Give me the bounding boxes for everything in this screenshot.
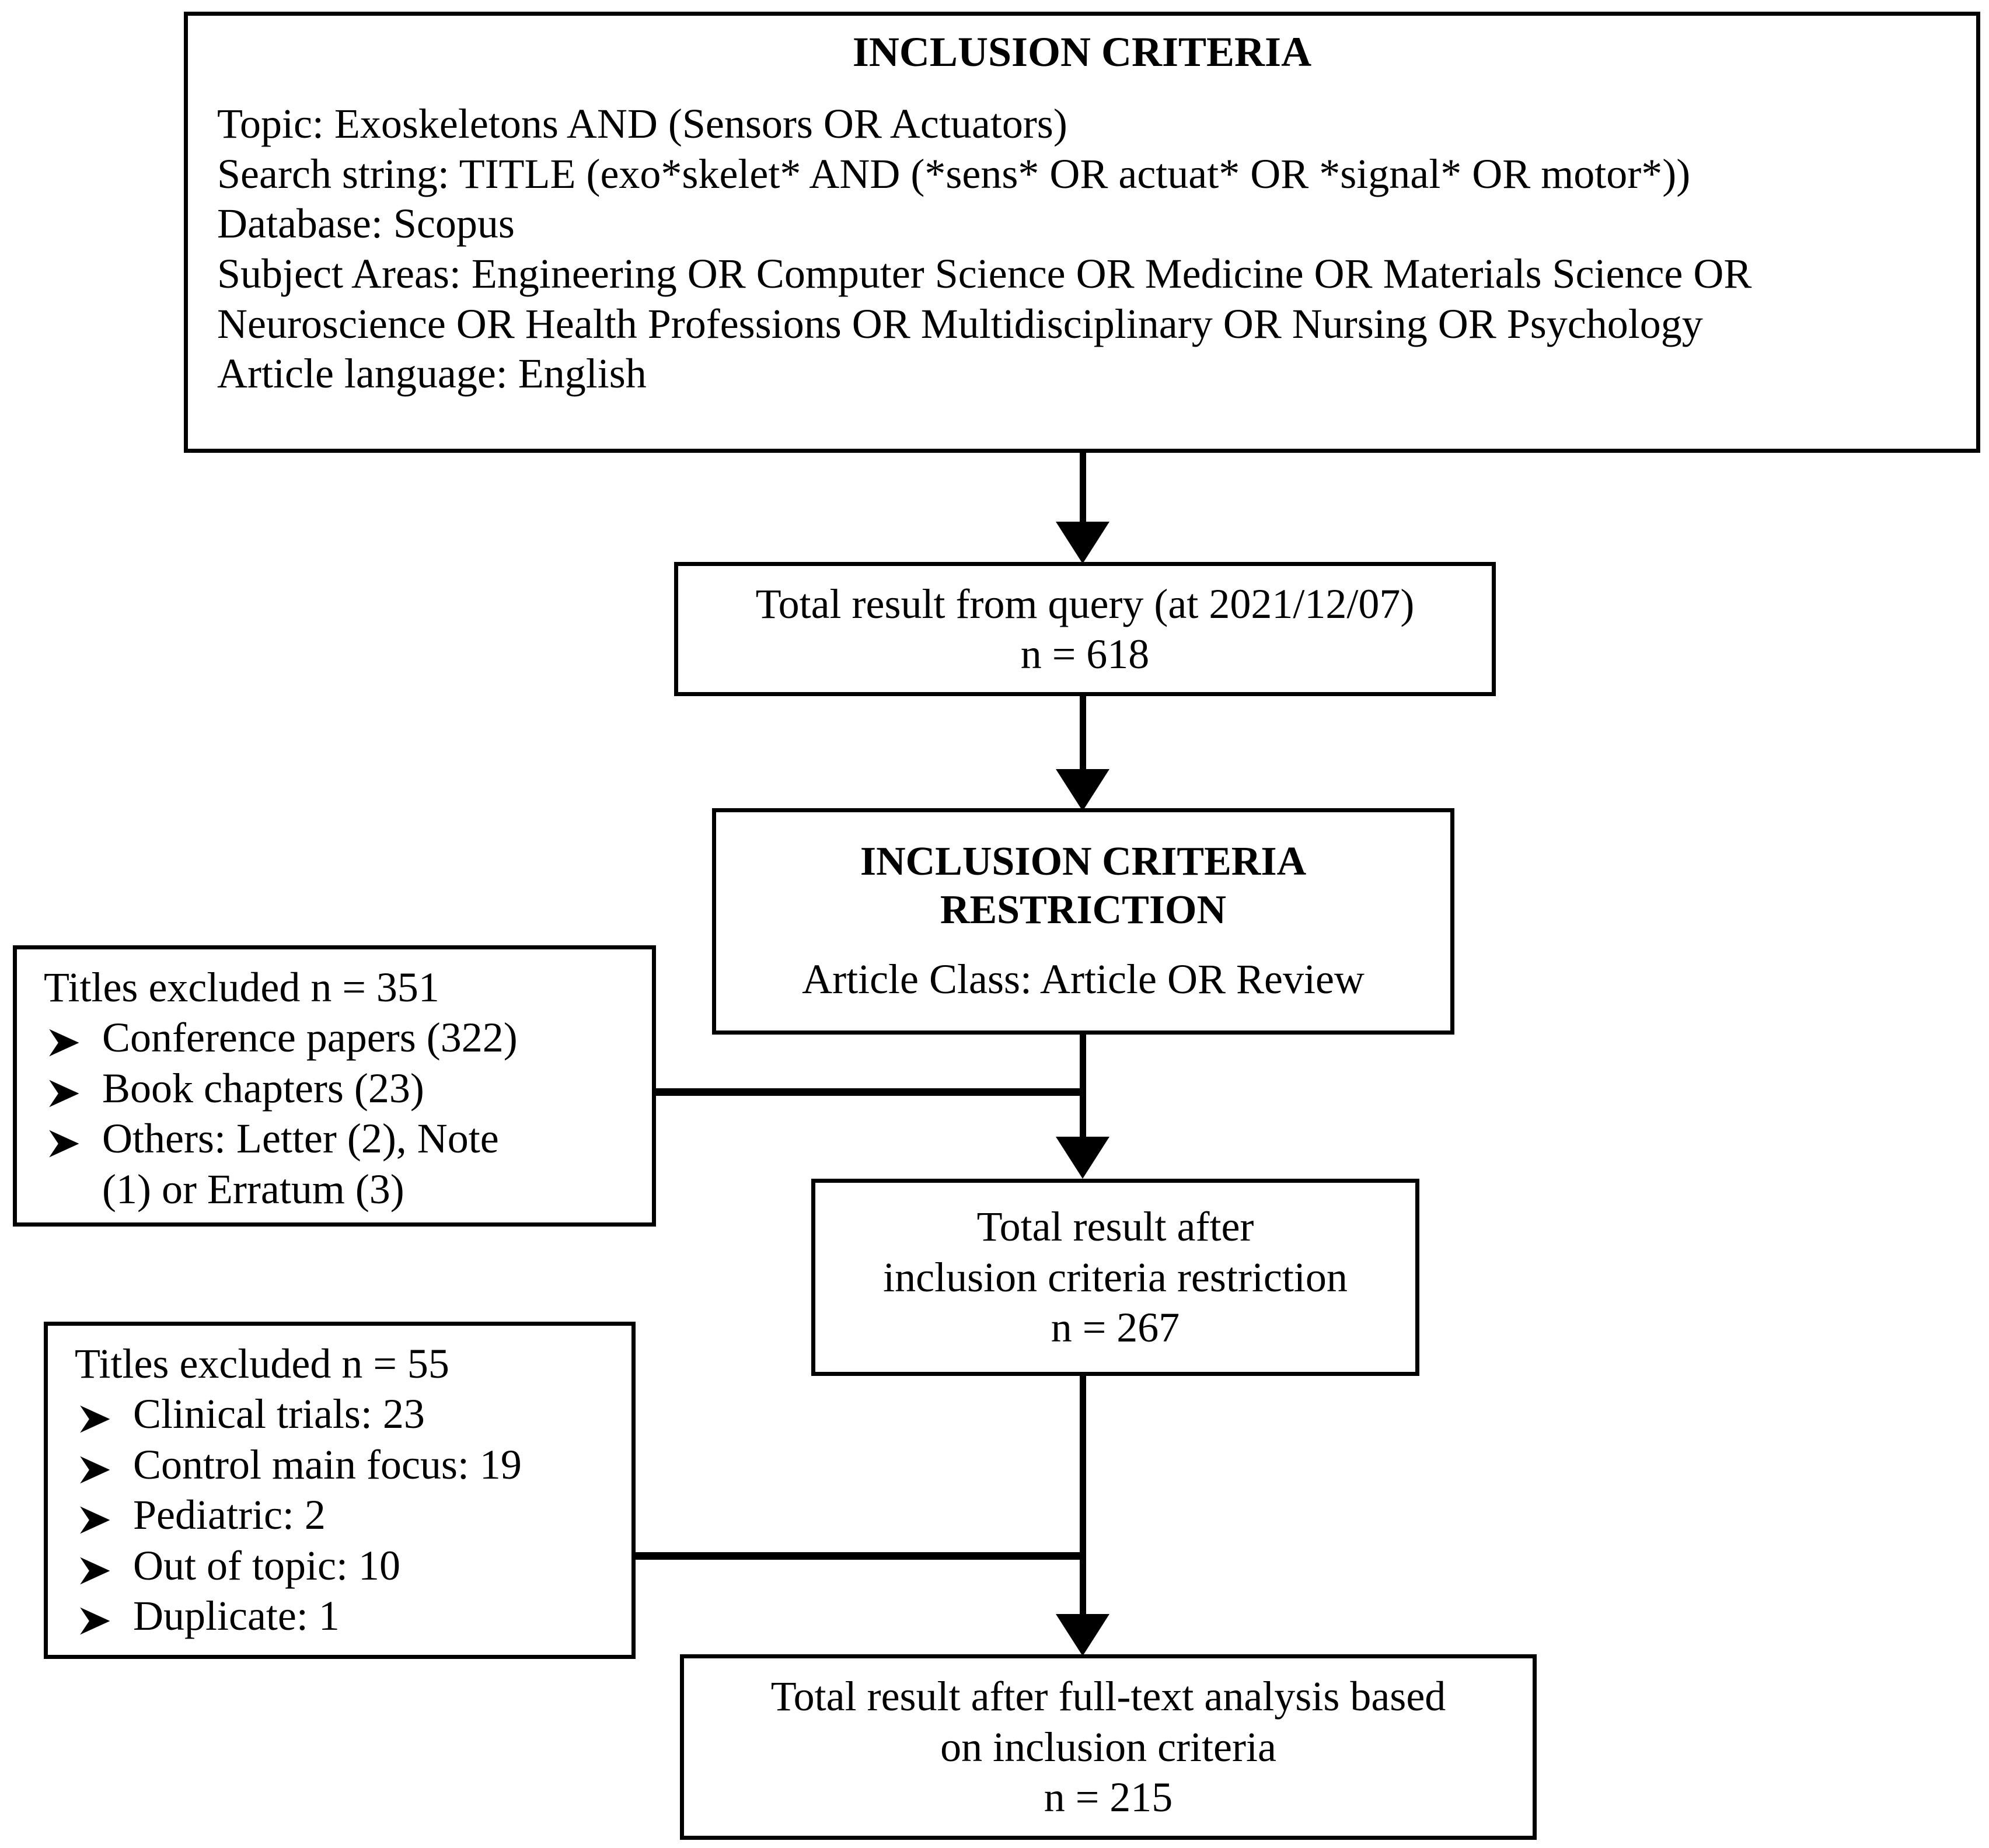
inclusion-criteria-body: Topic: Exoskeletons AND (Sensors OR Actu…	[188, 99, 1976, 399]
restriction-article-class: Article Class: Article OR Review	[802, 956, 1365, 1003]
list-item: Out of topic: 10	[75, 1540, 631, 1591]
total-after-restriction-line1: Total result after	[976, 1203, 1254, 1250]
arrow-bullet-icon	[79, 1396, 111, 1433]
excluded-55-heading: Titles excluded n = 55	[75, 1340, 449, 1387]
total-after-fulltext-count: n = 215	[1044, 1774, 1173, 1821]
list-item-label: Conference papers (322)	[102, 1014, 518, 1061]
arrow-bullet-icon	[48, 1120, 80, 1158]
total-after-fulltext-box: Total result after full-text analysis ba…	[680, 1654, 1537, 1840]
list-item-label: (1) or Erratum (3)	[102, 1165, 404, 1213]
total-after-fulltext-line2: on inclusion criteria	[940, 1723, 1276, 1770]
criteria-line-search-string: Search string: TITLE (exo*skelet* AND (*…	[217, 150, 1691, 197]
arrow-bullet-icon	[79, 1547, 111, 1584]
list-item: Clinical trials: 23	[75, 1389, 631, 1439]
list-item: Control main focus: 19	[75, 1440, 631, 1490]
total-after-restriction-line2: inclusion criteria restriction	[883, 1253, 1348, 1301]
total-query-line1: Total result from query (at 2021/12/07)	[755, 580, 1415, 627]
list-item-continuation: (1) or Erratum (3)	[44, 1164, 652, 1214]
connector-restriction-to-total	[1080, 1035, 1086, 1140]
criteria-line-article-language: Article language: English	[217, 350, 647, 397]
connector-restriction-to-excluded-351	[654, 1088, 1083, 1096]
connector-query-to-restriction	[1080, 696, 1086, 772]
arrow-bullet-icon	[79, 1447, 111, 1484]
list-item-label: Others: Letter (2), Note	[102, 1115, 499, 1162]
list-item: Others: Letter (2), Note	[44, 1113, 652, 1164]
inclusion-criteria-title: INCLUSION CRITERIA	[852, 29, 1312, 75]
excluded-55-list: Clinical trials: 23 Control main focus: …	[48, 1389, 631, 1641]
criteria-line-subject-areas-1: Subject Areas: Engineering OR Computer S…	[217, 250, 1752, 297]
list-item-label: Control main focus: 19	[133, 1441, 522, 1488]
restriction-title-line1: INCLUSION CRITERIA	[860, 839, 1307, 885]
list-item: Pediatric: 2	[75, 1490, 631, 1540]
arrow-bullet-icon	[79, 1497, 111, 1534]
titles-excluded-55-box: Titles excluded n = 55 Clinical trials: …	[44, 1322, 636, 1659]
list-item-label: Clinical trials: 23	[133, 1391, 425, 1438]
criteria-line-subject-areas-2: Neuroscience OR Health Professions OR Mu…	[217, 300, 1703, 347]
total-after-fulltext-line1: Total result after full-text analysis ba…	[770, 1673, 1446, 1720]
total-result-from-query-box: Total result from query (at 2021/12/07) …	[674, 562, 1496, 696]
arrowhead-query-to-restriction	[1056, 769, 1109, 811]
excluded-351-heading: Titles excluded n = 351	[44, 964, 439, 1011]
arrowhead-total-to-fulltext	[1056, 1614, 1109, 1656]
list-item-label: Pediatric: 2	[133, 1491, 326, 1539]
criteria-line-topic: Topic: Exoskeletons AND (Sensors OR Actu…	[217, 100, 1067, 147]
arrowhead-restriction-to-total	[1056, 1137, 1109, 1179]
restriction-title-line2: RESTRICTION	[940, 887, 1227, 932]
arrow-bullet-icon	[48, 1019, 80, 1057]
inclusion-criteria-box: INCLUSION CRITERIA Topic: Exoskeletons A…	[184, 12, 1980, 453]
total-after-restriction-count: n = 267	[1051, 1304, 1180, 1351]
arrowhead-criteria-to-query	[1056, 522, 1109, 564]
arrow-bullet-icon	[79, 1598, 111, 1635]
titles-excluded-351-box: Titles excluded n = 351 Conference paper…	[13, 945, 656, 1227]
inclusion-criteria-restriction-box: INCLUSION CRITERIA RESTRICTION Article C…	[712, 808, 1454, 1035]
list-item: Duplicate: 1	[75, 1591, 631, 1641]
arrow-bullet-icon	[48, 1070, 80, 1108]
list-item-label: Book chapters (23)	[102, 1064, 424, 1112]
list-item-label: Duplicate: 1	[133, 1592, 340, 1639]
criteria-line-database: Database: Scopus	[217, 200, 515, 247]
connector-total-to-excluded-55	[633, 1552, 1083, 1560]
list-item: Conference papers (322)	[44, 1012, 652, 1063]
connector-criteria-to-query	[1080, 453, 1086, 523]
excluded-351-list: Conference papers (322) Book chapters (2…	[17, 1012, 652, 1214]
connector-total-to-fulltext	[1080, 1376, 1086, 1621]
total-after-restriction-box: Total result after inclusion criteria re…	[811, 1179, 1419, 1376]
list-item: Book chapters (23)	[44, 1063, 652, 1113]
list-item-label: Out of topic: 10	[133, 1542, 400, 1589]
total-query-count: n = 618	[1020, 631, 1150, 677]
